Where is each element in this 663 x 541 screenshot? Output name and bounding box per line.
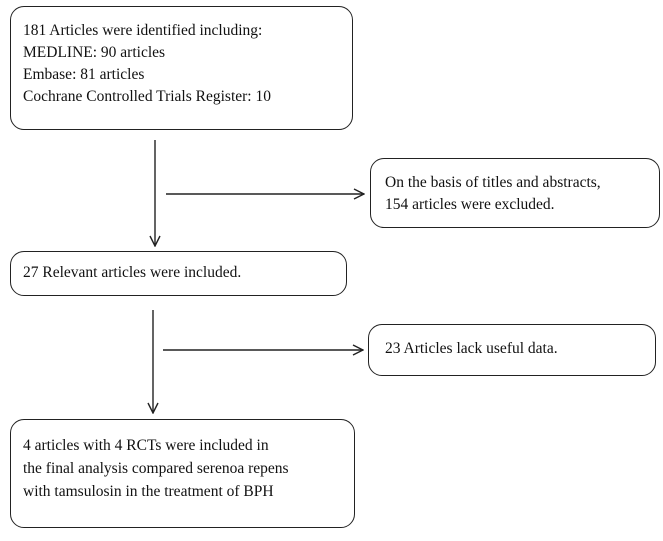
lack-data-box: 23 Articles lack useful data.: [368, 324, 656, 376]
final-analysis-box: 4 articles with 4 RCTs were included in …: [10, 419, 355, 528]
relevant-line-1: 27 Relevant articles were included.: [23, 264, 242, 281]
final-line-3: with tamsulosin in the treatment of BPH: [23, 483, 274, 500]
identified-articles-box: 181 Articles were identified including: …: [10, 6, 353, 130]
lack-data-line-1: 23 Articles lack useful data.: [385, 340, 558, 357]
final-line-1: 4 articles with 4 RCTs were included in: [23, 437, 269, 454]
identified-line-embase: Embase: 81 articles: [23, 66, 145, 83]
excluded-line-2: 154 articles were excluded.: [385, 196, 555, 213]
identified-line-total: 181 Articles were identified including:: [23, 22, 263, 39]
identified-line-medline: MEDLINE: 90 articles: [23, 44, 166, 61]
identified-line-cochrane: Cochrane Controlled Trials Register: 10: [23, 88, 271, 105]
excluded-articles-box: On the basis of titles and abstracts, 15…: [370, 158, 660, 228]
final-line-2: the final analysis compared serenoa repe…: [23, 460, 289, 477]
excluded-line-1: On the basis of titles and abstracts,: [385, 174, 601, 191]
relevant-articles-box: 27 Relevant articles were included.: [10, 251, 347, 296]
